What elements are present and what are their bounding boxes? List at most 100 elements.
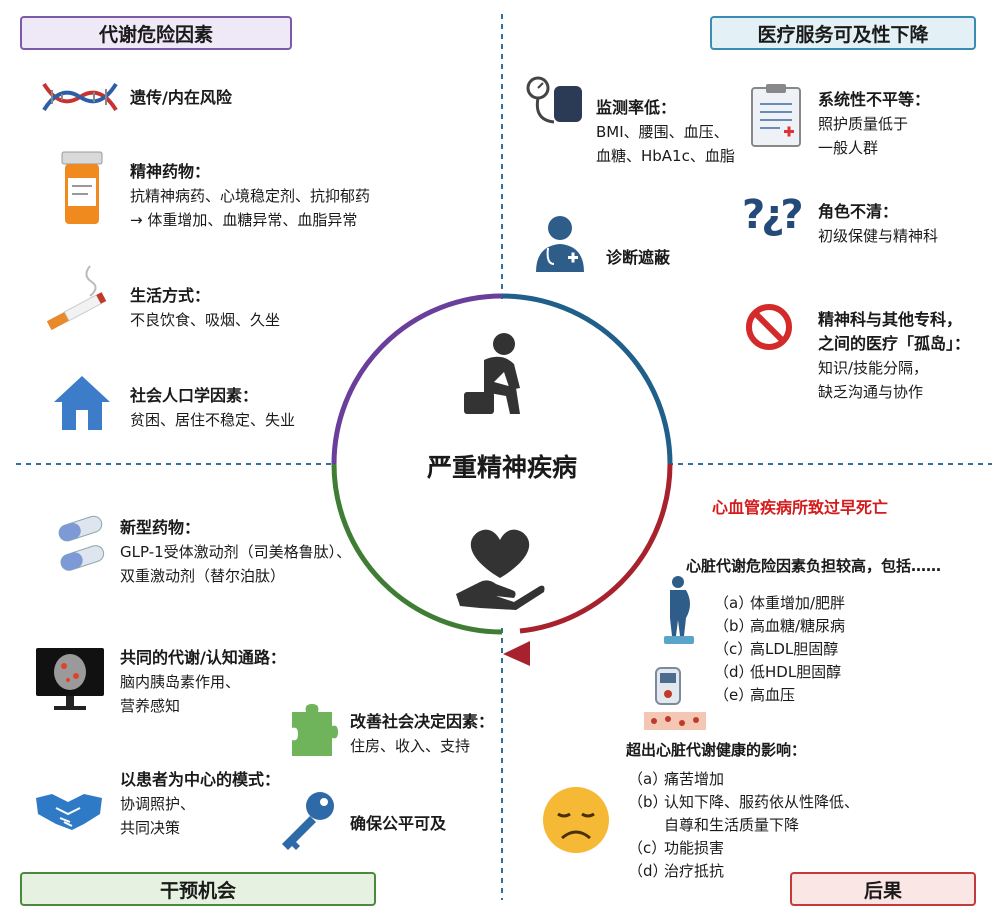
outcome-headline: 心血管疾病所致过早死亡 [712,498,889,517]
intervention-pathways-title: 共同的代谢/认知通路： [120,648,286,667]
doctor-icon [536,216,584,272]
intervention-social-line: 住房、收入、支持 [350,737,471,755]
list-item: （a）体重增加/肥胖 [714,592,845,615]
list-item-text: 功能损害 [664,839,725,857]
list-item-text: 体重增加/肥胖 [750,594,846,612]
intervention-drugs-line: GLP-1受体激动剂（司美格鲁肽）、 [120,543,352,561]
list-item-text: 低HDL胆固醇 [750,663,842,681]
metabolic-drugs-line: 抗精神病药、心境稳定剂、抗抑郁药 [130,187,371,205]
list-item-text: 高LDL胆固醇 [750,640,839,658]
sad-face-icon [543,787,609,853]
list-item-text: 痛苦增加 [664,770,725,788]
list-item: （b）高血糖/糖尿病 [714,615,845,638]
access-inequality-line: 一般人群 [818,139,879,157]
access-silo-block: 精神科与其他专科， 之间的医疗「孤岛」： 知识/技能分隔， 缺乏沟通与协作 [818,308,970,404]
list-item-key: （c） [714,640,753,658]
header-metabolic-risk: 代谢危险因素 [20,16,292,50]
list-item: （b）认知下降、服药依从性降低、 [628,791,859,814]
header-outcomes: 后果 [790,872,976,906]
list-item-key: （d） [628,862,668,880]
intervention-social-block: 改善社会决定因素： 住房、收入、支持 [350,710,494,758]
access-silo-title: 精神科与其他专科， [818,310,963,329]
access-roles-line: 初级保健与精神科 [818,227,939,245]
distressed-person-icon [464,333,520,414]
cycle-arrowhead [503,641,530,666]
access-inequality-title: 系统性不平等： [818,90,931,109]
metabolic-lifestyle-line: 不良饮食、吸烟、久坐 [130,311,281,329]
access-silo-line: 缺乏沟通与协作 [818,383,924,401]
header-outcomes-label: 后果 [863,879,902,902]
metabolic-drugs-title: 精神药物： [130,162,211,181]
access-roles-block: 角色不清： 初级保健与精神科 [818,200,938,248]
metabolic-social-title: 社会人口学因素： [130,386,259,405]
header-access-decline: 医疗服务可及性下降 [710,16,976,50]
list-item: （d）低HDL胆固醇 [714,661,845,684]
list-item: （a）痛苦增加 [628,768,859,791]
access-roles-title: 角色不清： [818,202,899,221]
clipboard-icon [751,84,801,147]
list-item: （d）治疗抵抗 [628,860,859,883]
header-intervention: 干预机会 [20,872,376,906]
list-item: （c）功能损害 [628,837,859,860]
question-marks-icon: ?¿? [742,192,804,238]
intervention-patient-line: 协调照护、 [120,795,196,813]
intervention-pathways-line: 脑内胰岛素作用、 [120,673,241,691]
no-entry-icon [746,304,792,350]
header-intervention-label: 干预机会 [159,879,236,902]
outcome-risk-list: （a）体重增加/肥胖 （b）高血糖/糖尿病 （c）高LDL胆固醇 （d）低HDL… [714,592,845,707]
outcome-risk-intro: 心脏代谢危险因素负担较高，包括…… [686,557,942,575]
list-item-key: （d） [714,663,754,681]
metabolic-genetic-title: 遗传/内在风险 [130,88,232,107]
metabolic-lifestyle-block: 生活方式： 不良饮食、吸烟、久坐 [130,284,280,332]
list-item-key: （b） [714,617,754,635]
list-item-key: （e） [714,686,754,704]
access-silo-title2: 之间的医疗「孤岛」： [818,334,971,353]
header-access-decline-label: 医疗服务可及性下降 [757,23,929,46]
puzzle-icon [292,704,338,756]
list-item-text: 高血压 [750,686,796,704]
list-item-key [628,814,664,837]
intervention-patient-title: 以患者为中心的模式： [120,770,281,789]
access-monitoring-line: 血糖、HbA1c、血脂 [596,147,735,165]
list-item-key: （a） [714,594,754,612]
metabolic-social-line: 贫困、居住不稳定、失业 [130,411,296,429]
metabolic-social-block: 社会人口学因素： 贫困、居住不稳定、失业 [130,384,295,432]
metabolic-lifestyle-title: 生活方式： [130,286,211,305]
blood-pressure-icon [526,76,582,124]
metabolic-drugs-line: → 体重增加、血糖异常、血脂异常 [130,211,358,229]
access-inequality-line: 照护质量低于 [818,115,909,133]
list-item-text: 治疗抵抗 [664,862,725,880]
heart-hand-icon [456,529,545,610]
list-item-key: （b） [628,793,668,811]
intervention-equity-title: 确保公平可及 [350,814,447,833]
key-icon [282,792,334,850]
list-item-key: （a） [628,770,668,788]
intervention-patient-block: 以患者为中心的模式： 协调照护、 共同决策 [120,768,280,840]
outcome-impact-list: （a）痛苦增加 （b）认知下降、服药依从性降低、 自尊和生活质量下降 （c）功能… [628,768,859,883]
cigarette-icon [46,265,107,331]
intervention-drugs-title: 新型药物： [120,518,201,537]
metabolic-drugs-block: 精神药物： 抗精神病药、心境稳定剂、抗抑郁药 → 体重增加、血糖异常、血脂异常 [130,160,370,232]
list-item-text: 认知下降、服药依从性降低、 [664,793,860,811]
list-item-text: 高血糖/糖尿病 [750,617,846,635]
dna-icon [42,82,118,112]
list-item: 自尊和生活质量下降 [628,814,859,837]
list-item-text: 自尊和生活质量下降 [664,816,800,834]
intervention-patient-line: 共同决策 [120,819,181,837]
access-inequality-block: 系统性不平等： 照护质量低于 一般人群 [818,88,930,160]
list-item: （c）高LDL胆固醇 [714,638,845,661]
house-icon [54,376,110,430]
intervention-drugs-line: 双重激动剂（替尔泊肽） [120,567,286,585]
list-item: （e）高血压 [714,684,845,707]
access-diagnostic-overshadowing: 诊断遮蔽 [606,248,671,267]
pill-bottle-icon [61,151,103,224]
outcome-impact-intro: 超出心脏代谢健康的影响： [626,741,807,759]
center-title: 严重精神疾病 [426,453,577,482]
access-monitoring-block: 监测率低： BMI、腰围、血压、 血糖、HbA1c、血脂 [596,96,735,168]
brain-monitor-icon [36,648,104,710]
header-metabolic-risk-label: 代谢危险因素 [98,23,213,46]
handshake-icon [36,794,102,830]
access-monitoring-title: 监测率低： [596,98,677,117]
